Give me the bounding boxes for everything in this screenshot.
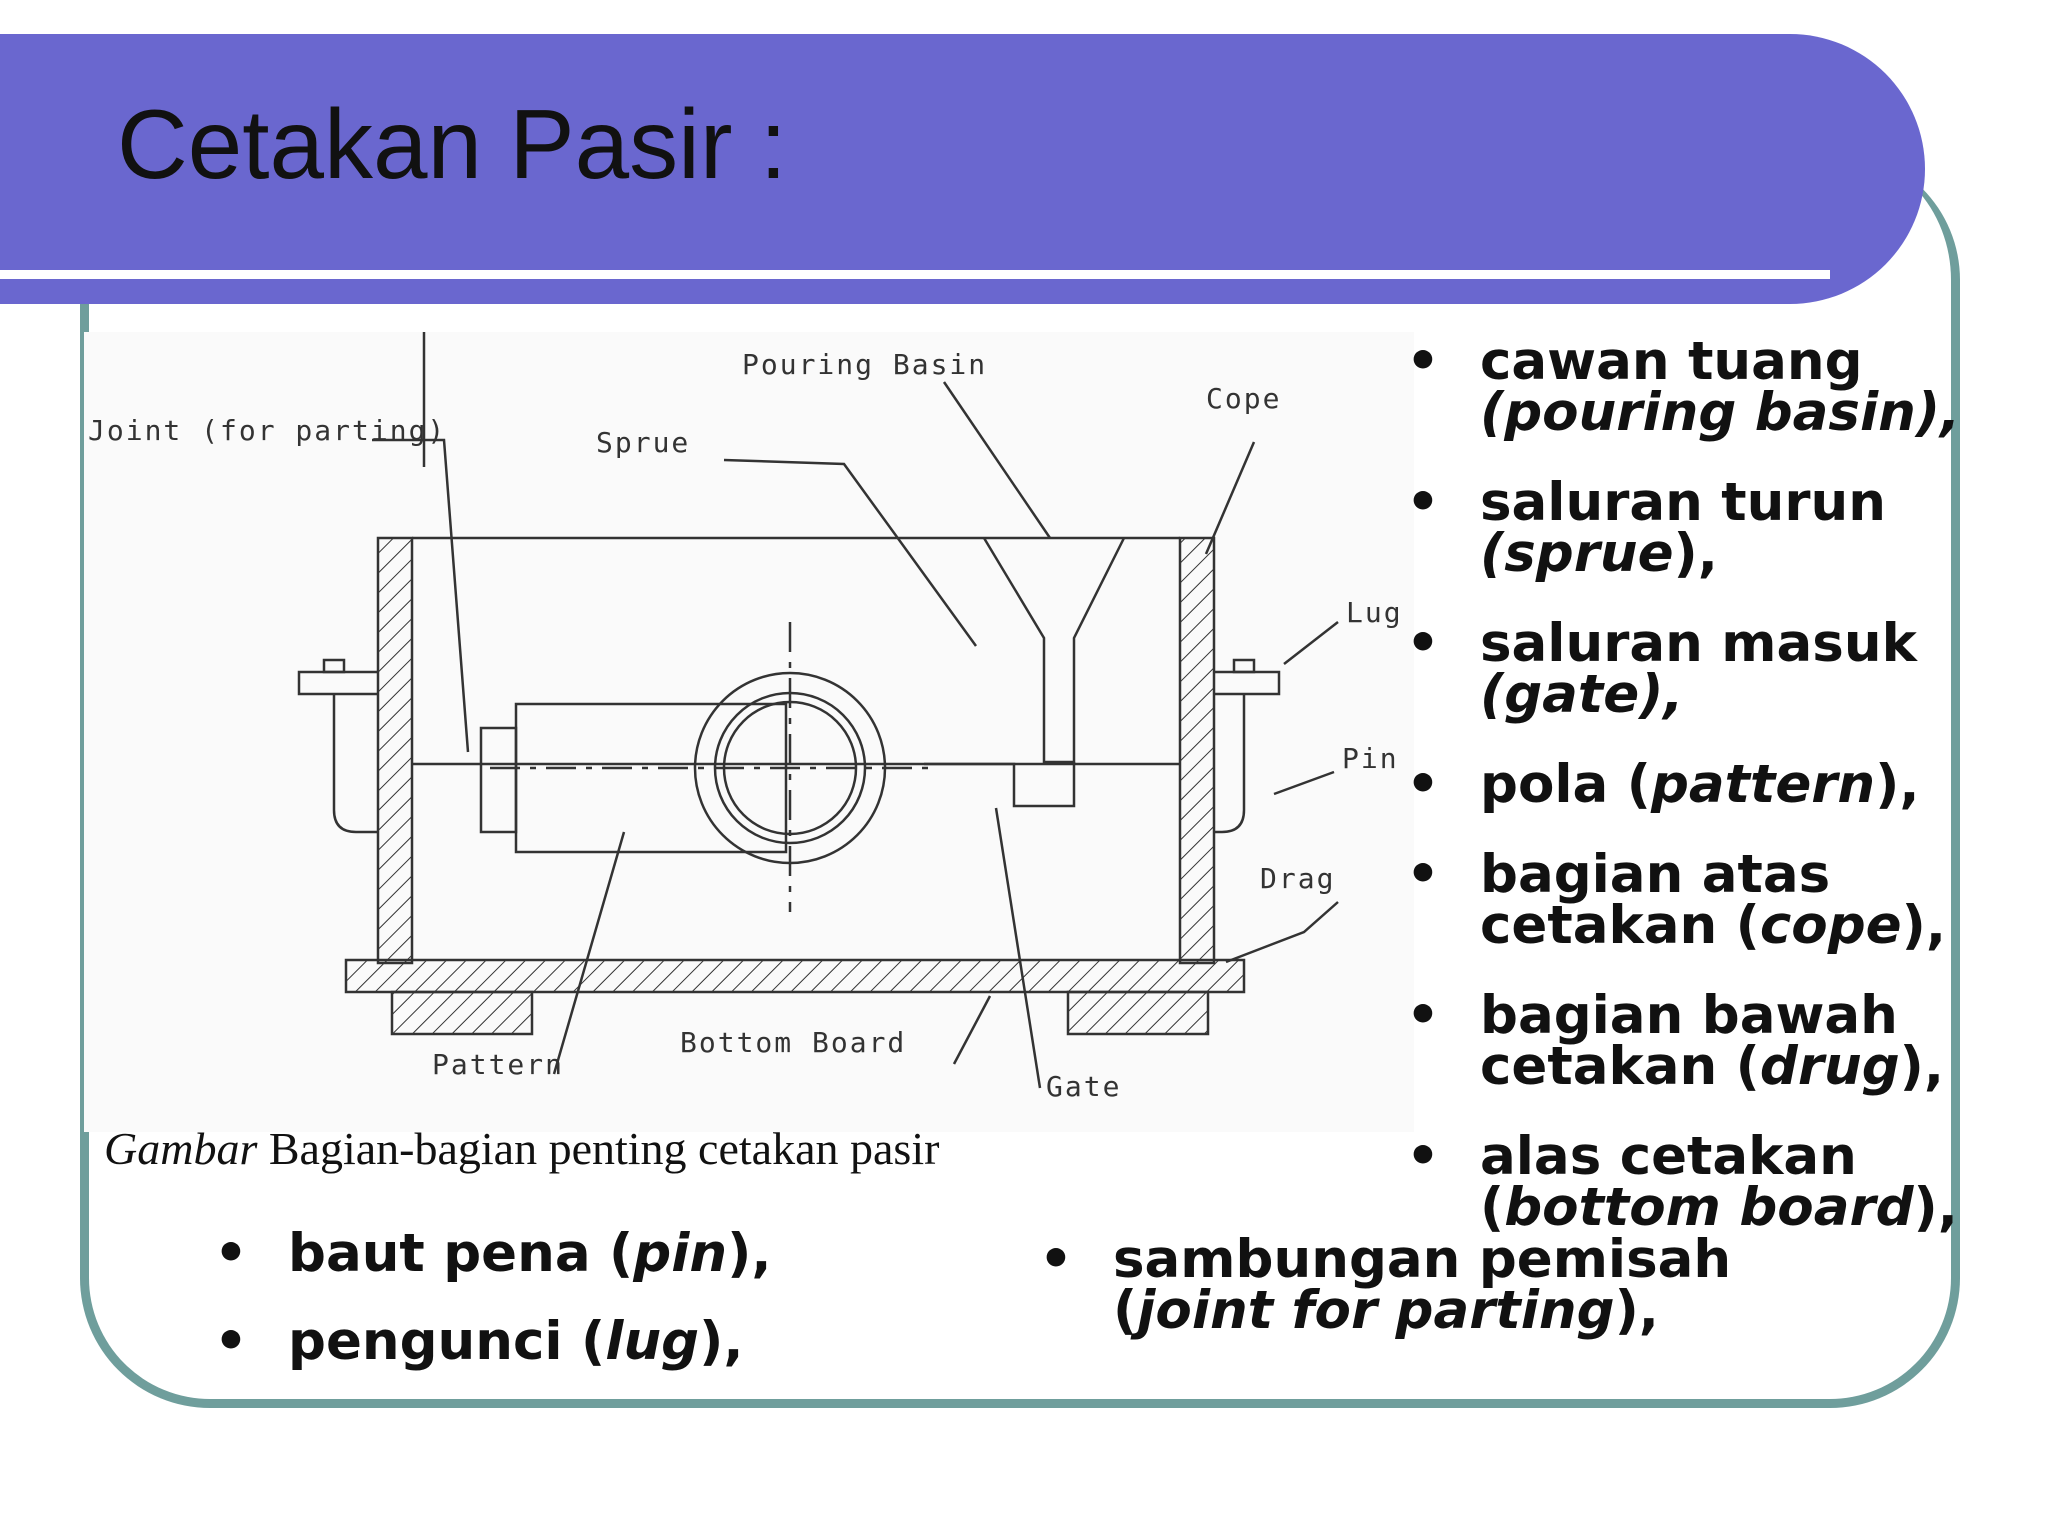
item-text: bagian bawah cetakan ( (1480, 985, 1898, 1097)
item-italic: lug (605, 1311, 700, 1372)
list-item: •saluran turun(sprue), (1406, 476, 2040, 580)
item-text: pengunci ( (288, 1311, 606, 1372)
item-tail: ), (727, 1223, 772, 1284)
item-tail: ), (1901, 895, 1946, 956)
item-tail: ), (1913, 1177, 1958, 1238)
list-item: •pengunci (lug), (214, 1315, 771, 1368)
label-joint: Joint (for parting) (88, 414, 446, 447)
item-italic: pin (633, 1223, 728, 1284)
item-text: sambungan pemisah (1113, 1229, 1732, 1290)
left-wall (376, 536, 414, 965)
item-tail: ), (699, 1311, 744, 1372)
item-open: ( (1113, 1280, 1138, 1341)
item-italic: (sprue (1480, 523, 1674, 584)
list-item: •alas cetakan (bottom board), (1406, 1130, 2040, 1234)
label-sprue: Sprue (596, 426, 690, 459)
item-text: saluran turun (1480, 472, 1886, 533)
list-item: •sambungan pemisah(joint for parting), (1039, 1233, 1731, 1337)
title-bar (0, 34, 1925, 304)
item-text: bagian atas cetakan ( (1480, 844, 1831, 956)
item-italic: drug (1759, 1036, 1900, 1097)
list-item: •bagian bawah cetakan (drug), (1406, 989, 2040, 1093)
figure-caption: Gambar Bagian-bagian penting cetakan pas… (104, 1122, 939, 1175)
item-text: alas cetakan ( (1480, 1126, 1857, 1238)
bottom-board (344, 958, 1246, 994)
label-cope: Cope (1206, 382, 1281, 415)
bullet: • (214, 1311, 248, 1372)
caption-italic: Gambar (104, 1123, 258, 1174)
item-text: saluran masuk (1480, 613, 1917, 674)
label-drag: Drag (1260, 862, 1335, 895)
item-italic: (gate), (1480, 664, 1684, 725)
title-underline (0, 270, 1830, 279)
caption-text: Bagian-bagian penting cetakan pasir (257, 1123, 940, 1174)
bullet: • (1039, 1229, 1073, 1290)
sand-mold-diagram: Pouring Basin Cope Joint (for parting) S… (84, 332, 1414, 1132)
item-italic: (pouring basin), (1480, 382, 1961, 443)
label-lug: Lug (1346, 596, 1403, 629)
parts-list-bottom-left: •baut pena (pin), •pengunci (lug), (214, 1227, 771, 1404)
item-text: cawan tuang (1480, 331, 1863, 392)
bullet: • (1406, 472, 1440, 533)
slide-title: Cetakan Pasir : (117, 89, 787, 199)
bullet: • (1406, 331, 1440, 392)
item-tail: ), (1614, 1280, 1659, 1341)
item-italic: cope (1759, 895, 1902, 956)
list-item: •pola (pattern), (1406, 758, 2040, 811)
bullet: • (1406, 754, 1440, 815)
right-wall (1178, 536, 1216, 965)
list-item: •bagian atas cetakan (cope), (1406, 848, 2040, 952)
bullet: • (1406, 613, 1440, 674)
label-gate: Gate (1046, 1070, 1121, 1103)
item-italic: joint for parting (1137, 1280, 1615, 1341)
item-tail: ), (1875, 754, 1920, 815)
label-pattern: Pattern (432, 1048, 564, 1081)
parts-list-right: •cawan tuang(pouring basin), •saluran tu… (1406, 335, 2040, 1272)
item-tail: ), (1899, 1036, 1944, 1097)
list-item: •cawan tuang(pouring basin), (1406, 335, 2040, 439)
item-italic: bottom board (1504, 1177, 1914, 1238)
item-tail: ), (1673, 523, 1718, 584)
label-pouring-basin: Pouring Basin (742, 348, 987, 381)
bullet: • (214, 1223, 248, 1284)
list-item: •baut pena (pin), (214, 1227, 771, 1280)
item-text: pola ( (1480, 754, 1651, 815)
bullet: • (1406, 985, 1440, 1046)
list-item: •saluran masuk(gate), (1406, 617, 2040, 721)
label-bottom-board: Bottom Board (680, 1026, 906, 1059)
item-italic: pattern (1650, 754, 1876, 815)
label-pin: Pin (1342, 742, 1399, 775)
bullet: • (1406, 844, 1440, 905)
parts-list-bottom-mid: •sambungan pemisah(joint for parting), (1039, 1233, 1731, 1337)
item-text: baut pena ( (288, 1223, 634, 1284)
diagram-svg: Pouring Basin Cope Joint (for parting) S… (88, 332, 1403, 1103)
bullet: • (1406, 1126, 1440, 1187)
